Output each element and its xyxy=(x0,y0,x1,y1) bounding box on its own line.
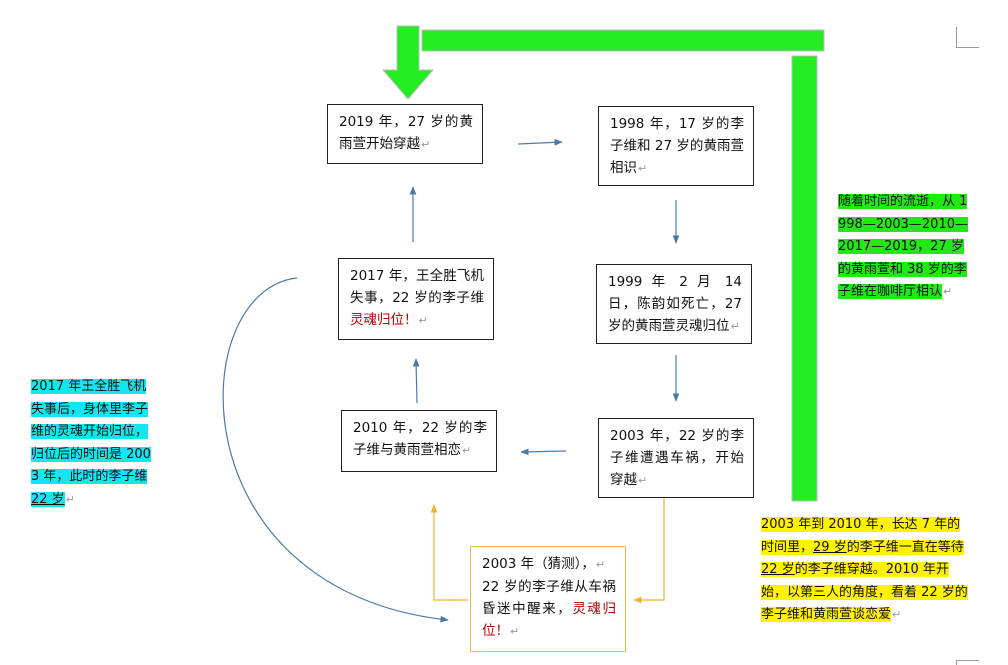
box-1998-text: 1998 年，17 岁的李子维和 27 岁的黄雨萱相识 xyxy=(610,116,744,176)
arrow-2003g-to-2010 xyxy=(430,504,468,601)
note-cyan-underlined: 22 岁 xyxy=(31,491,65,507)
pilcrow-mark: ↵ xyxy=(595,558,606,571)
pilcrow-mark: ↵ xyxy=(638,162,648,175)
pilcrow-mark: ↵ xyxy=(730,320,740,333)
box-1998: 1998 年，17 岁的李子维和 27 岁的黄雨萱相识↵ xyxy=(598,106,754,186)
pilcrow-mark: ↵ xyxy=(638,474,648,487)
arrow-2019-to-1998 xyxy=(517,138,563,146)
arrow-curve-2017-to-2003g xyxy=(222,277,449,623)
arrow-2003-to-2010 xyxy=(520,448,567,456)
box-2019: 2019 年，27 岁的黄雨萱开始穿越↵ xyxy=(327,104,483,164)
note-green: 随着时间的流逝，从 1998—2003—2010—2017—2019，27 岁的… xyxy=(838,191,972,304)
pilcrow-mark: ↵ xyxy=(943,285,953,298)
pilcrow-mark: ↵ xyxy=(892,608,902,621)
pilcrow-mark: ↵ xyxy=(510,625,520,638)
arrow-2003-to-2003g xyxy=(633,496,694,604)
corner-mark-bottom-right xyxy=(956,660,979,665)
box-2019-text: 2019 年，27 岁的黄雨萱开始穿越 xyxy=(339,114,473,152)
box-1999: 1999 年 2 月 14 日，陈韵如死亡，27 岁的黄雨萱灵魂归位↵ xyxy=(596,264,752,344)
note-yellow-underlined-1: 29 岁 xyxy=(813,539,847,555)
note-cyan-text: 2017 年王全胜飞机失事后，身体里李子维的灵魂开始归位，归位后的时间是 200… xyxy=(31,379,151,484)
pilcrow-mark: ↵ xyxy=(418,314,428,327)
arrow-2010-to-2017 xyxy=(412,358,420,404)
pilcrow-mark: ↵ xyxy=(462,444,472,457)
box-2003-guess: 2003 年（猜测），↵ 22 岁的李子维从车祸昏迷中醒来，灵魂归位！↵ xyxy=(470,546,626,652)
note-yellow: 2003 年到 2010 年，长达 7 年的时间里，29 岁的李子维一直在等待 … xyxy=(761,514,969,627)
box-2003: 2003 年，22 岁的李子维遭遇车祸，开始穿越↵ xyxy=(598,418,754,498)
pilcrow-mark: ↵ xyxy=(421,138,431,151)
pilcrow-mark: ↵ xyxy=(65,492,75,506)
box-2010: 2010 年，22 岁的李子维与黄雨萱相恋↵ xyxy=(341,410,497,472)
box-2017-highlight: 灵魂归位！ xyxy=(350,312,418,328)
box-2017-text: 2017 年，王全胜飞机失事，22 岁的李子维 xyxy=(350,268,484,306)
box-2010-text: 2010 年，22 岁的李子维与黄雨萱相恋 xyxy=(353,420,487,458)
corner-mark-top-right xyxy=(956,27,979,48)
note-yellow-text-2: 的李子维一直在等待 xyxy=(846,539,964,555)
box-2003-text: 2003 年，22 岁的李子维遭遇车祸，开始穿越 xyxy=(610,428,744,488)
note-cyan: 2017 年王全胜飞机失事后，身体里李子维的灵魂开始归位，归位后的时间是 200… xyxy=(31,376,157,511)
box-2003-guess-line1: 2003 年（猜测）， xyxy=(482,556,595,572)
box-2017: 2017 年，王全胜飞机失事，22 岁的李子维灵魂归位！↵ xyxy=(338,258,494,340)
box-2003-guess-text: 22 岁的李子维从车祸昏迷中醒来， xyxy=(482,579,616,617)
box-2003-guess-highlight: 灵魂归位！ xyxy=(482,601,616,639)
box-1999-text: 1999 年 2 月 14 日，陈韵如死亡，27 岁的黄雨萱灵魂归位 xyxy=(608,274,742,334)
note-green-text: 随着时间的流逝，从 1998—2003—2010—2017—2019，27 岁的… xyxy=(838,194,968,299)
note-yellow-underlined-2: 22 岁 xyxy=(761,562,795,577)
green-loop-arrow xyxy=(381,25,825,502)
